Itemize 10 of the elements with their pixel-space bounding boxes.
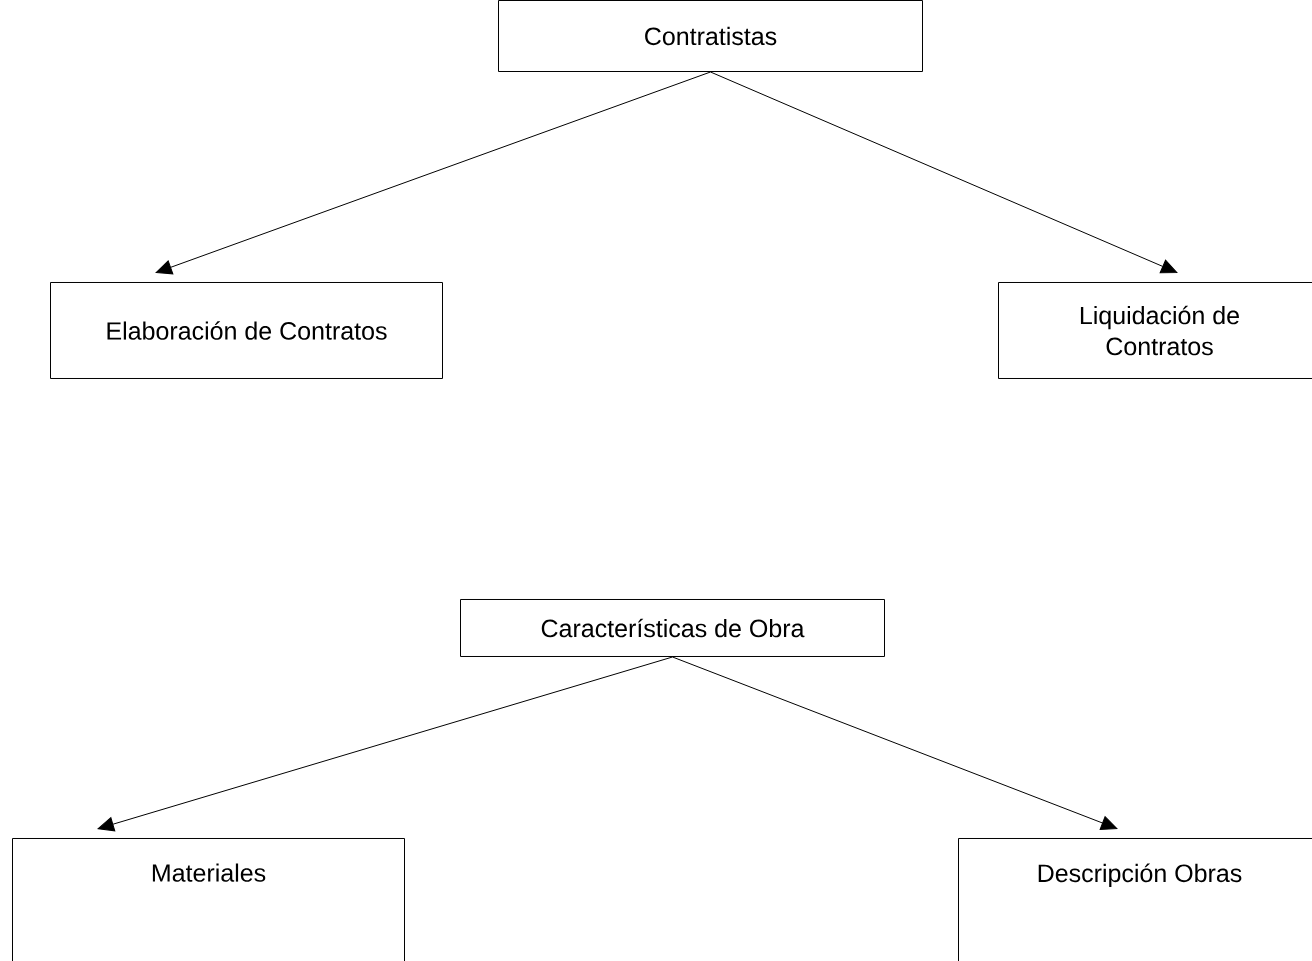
process-box: Descripción Obras: [958, 838, 1312, 961]
process-box: Liquidación de Contratos: [998, 282, 1312, 379]
process-box: Características de Obra: [460, 599, 885, 657]
process-box: Elaboración de Contratos: [50, 282, 443, 379]
arrow: [710, 71, 1178, 274]
arrow: [155, 71, 711, 275]
process-box: Contratistas: [498, 0, 923, 72]
arrow: [97, 656, 673, 832]
arrow: [672, 656, 1118, 830]
process-box: Materiales: [12, 838, 405, 961]
